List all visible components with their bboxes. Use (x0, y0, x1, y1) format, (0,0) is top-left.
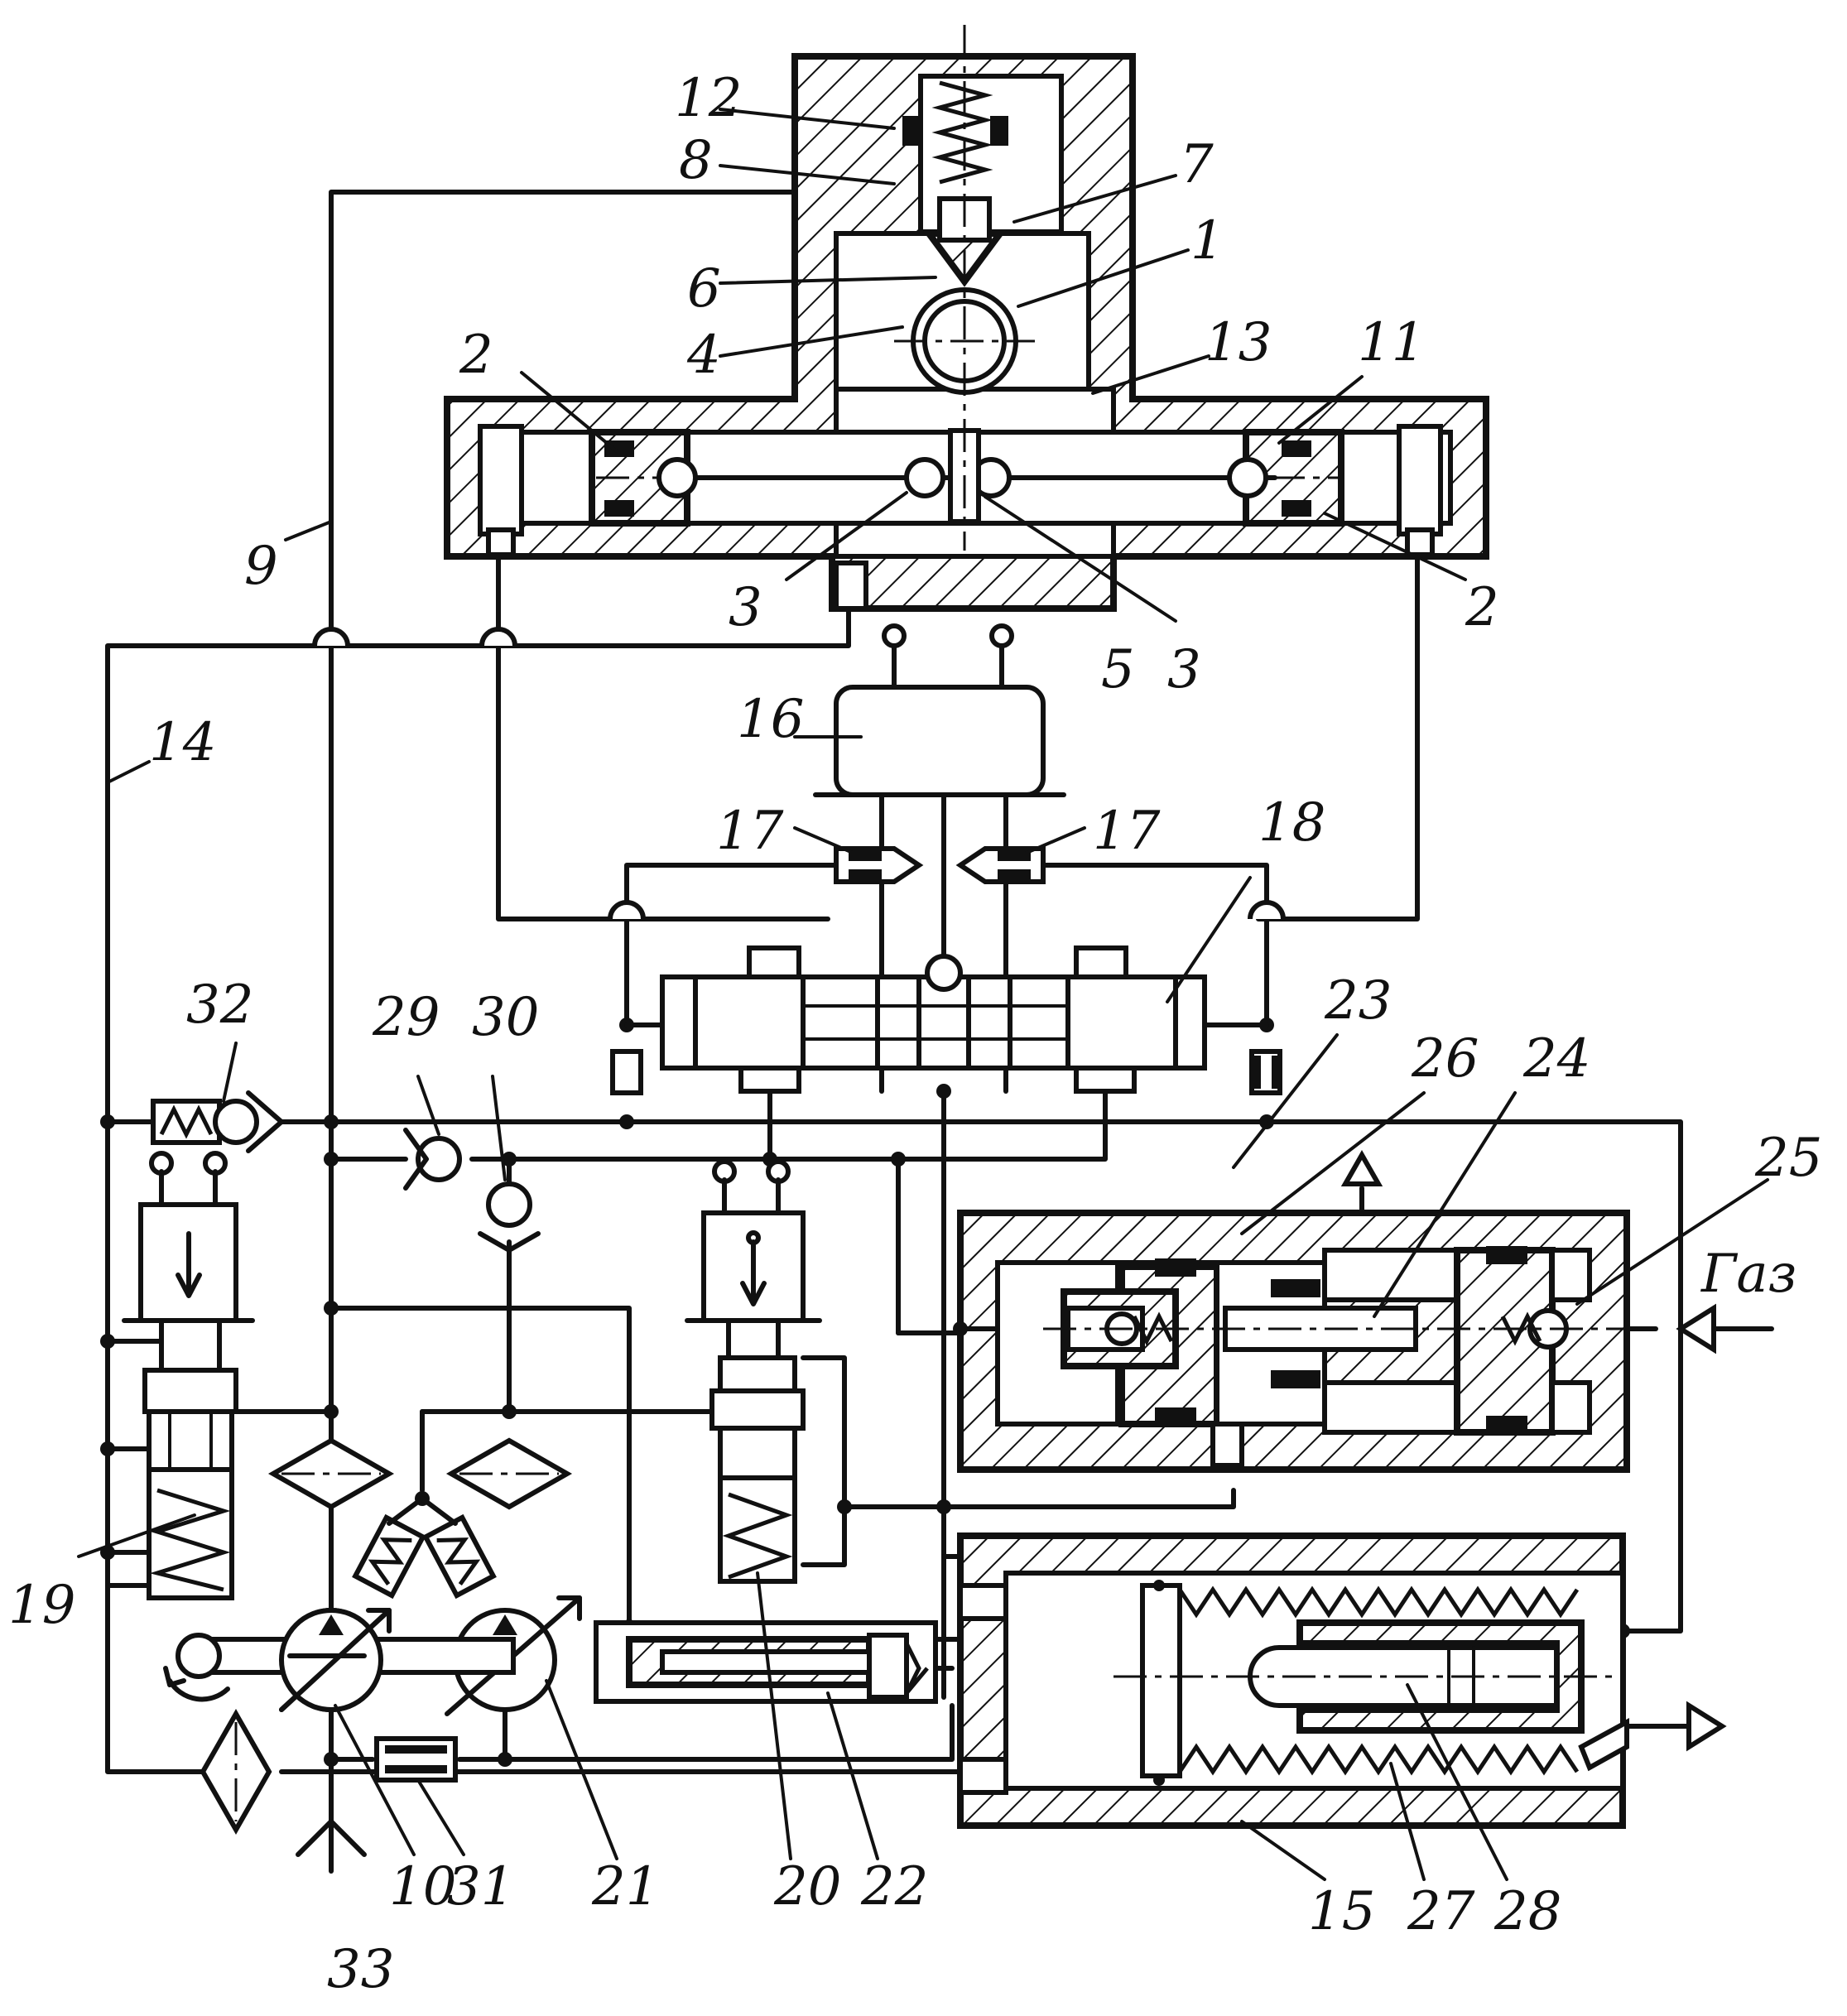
top-housing (447, 25, 1486, 609)
accumulator-22 (596, 1623, 952, 1701)
bellows-cylinder-15 (960, 1536, 1627, 1826)
label-27: 27 (1407, 1881, 1475, 1942)
label-11: 11 (1358, 312, 1425, 373)
label-31: 31 (447, 1856, 514, 1917)
label-33: 33 (327, 1939, 394, 2000)
label-7: 7 (1180, 134, 1214, 195)
label-29: 29 (372, 987, 440, 1048)
label-gas: Газ (1700, 1244, 1796, 1305)
label-17-left: 17 (716, 801, 784, 862)
label-32: 32 (186, 974, 253, 1036)
label-30: 30 (472, 987, 539, 1048)
label-28: 28 (1493, 1881, 1561, 1942)
label-8: 8 (679, 130, 713, 191)
solenoid-valve-20 (687, 1162, 820, 1581)
spool-valve-18 (613, 948, 1280, 1093)
label-15: 15 (1308, 1881, 1375, 1942)
label-17-right: 17 (1093, 801, 1161, 862)
gas-valve-23 (953, 1155, 1656, 1470)
label-2-right: 2 (1465, 577, 1499, 638)
nozzles-17 (836, 849, 1043, 882)
label-1: 1 (1190, 210, 1224, 272)
label-20: 20 (773, 1856, 841, 1917)
label-4: 4 (686, 325, 721, 386)
label-3-right: 3 (1167, 639, 1201, 700)
check-valve-32 (153, 1093, 281, 1151)
label-2-left: 2 (459, 325, 493, 386)
label-13: 13 (1205, 312, 1272, 373)
label-21: 21 (591, 1856, 659, 1917)
label-14: 14 (149, 712, 216, 773)
label-16: 16 (737, 689, 804, 750)
label-5: 5 (1101, 639, 1135, 700)
label-18: 18 (1258, 792, 1325, 854)
label-9: 9 (244, 536, 278, 597)
check-valve-29 (406, 1130, 459, 1188)
label-26: 26 (1411, 1028, 1479, 1090)
line-crossovers (315, 629, 1283, 919)
label-6: 6 (687, 258, 721, 320)
solenoid-valve-19 (124, 1153, 253, 1598)
torque-motor-16 (815, 626, 1064, 795)
restrictor-31 (377, 1739, 455, 1780)
label-19: 19 (8, 1575, 75, 1636)
label-23: 23 (1324, 970, 1392, 1032)
label-25: 25 (1754, 1128, 1822, 1189)
gas-inlet-arrow (1681, 1308, 1772, 1350)
label-12: 12 (675, 68, 742, 129)
label-24: 24 (1522, 1028, 1590, 1090)
label-3-left: 3 (729, 577, 762, 638)
outlet-arrow (1627, 1706, 1722, 1747)
label-22: 22 (860, 1856, 928, 1917)
